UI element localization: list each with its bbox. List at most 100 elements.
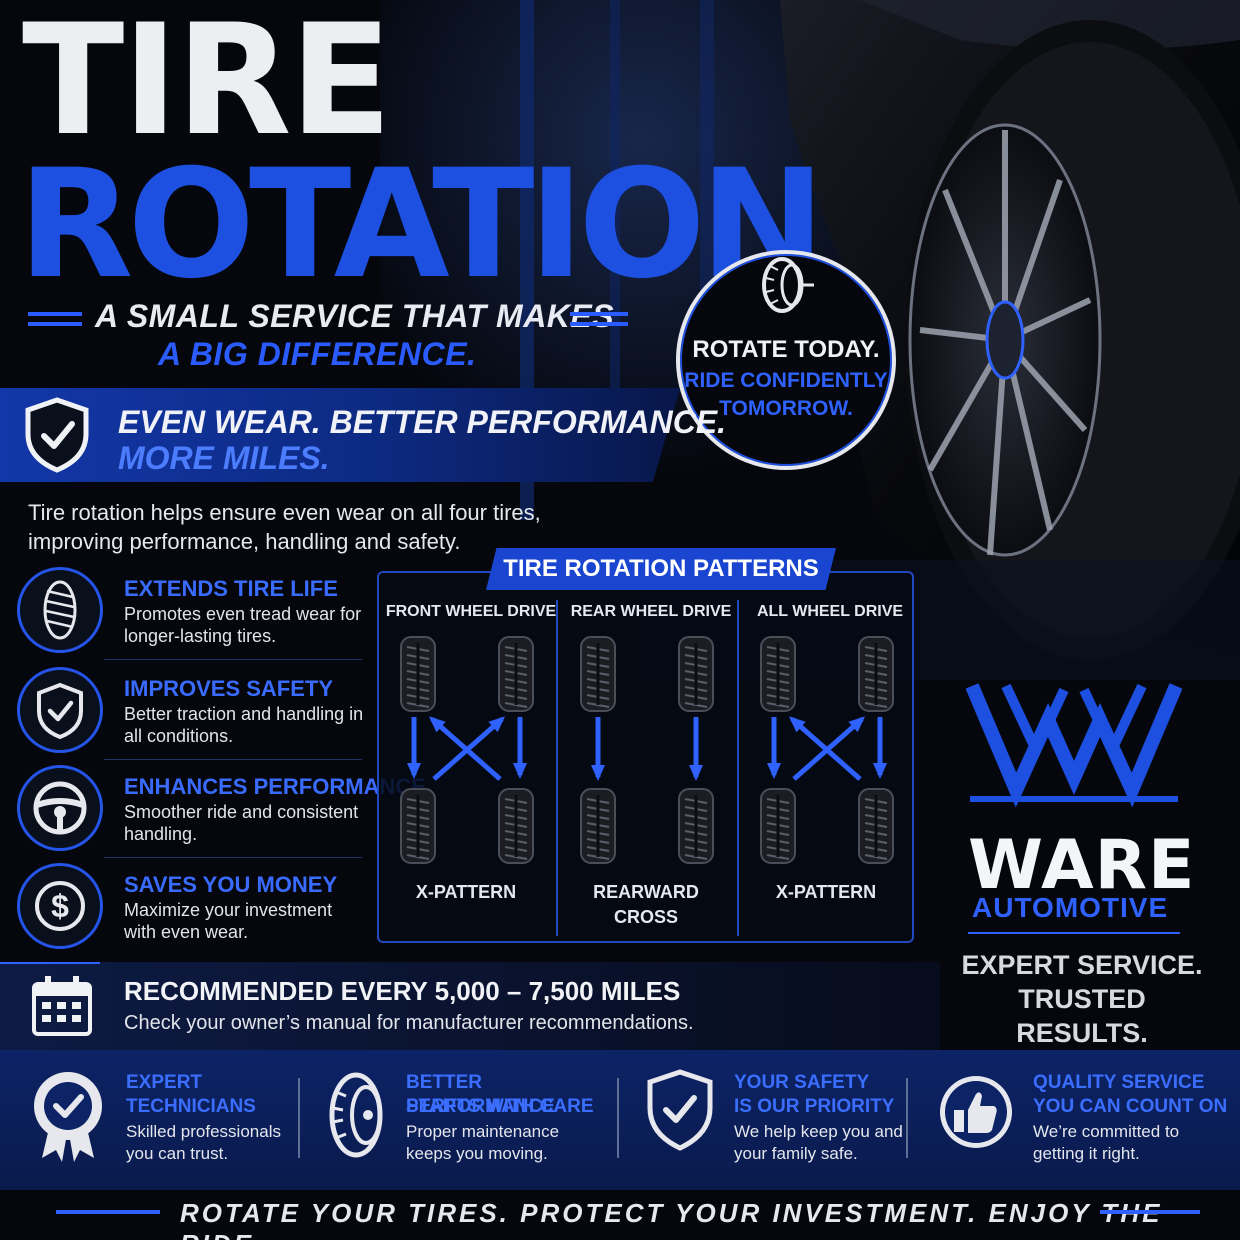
brand-sub: AUTOMOTIVE bbox=[972, 892, 1169, 923]
benefit-separator bbox=[104, 857, 362, 858]
feature-title2: YOU CAN COUNT ON bbox=[1033, 1096, 1228, 1117]
column-heading-rwd: REAR WHEEL DRIVE bbox=[570, 603, 732, 620]
brand-name: WARE bbox=[968, 826, 1196, 905]
features-band bbox=[0, 1050, 1240, 1190]
recommend-desc: Check your owner’s manual for manufactur… bbox=[124, 1012, 694, 1034]
benefit-separator bbox=[104, 759, 362, 760]
column-footer-rwd-2: CROSS bbox=[613, 907, 678, 927]
arrow-cross-up-left bbox=[429, 716, 502, 781]
shield-check-icon bbox=[25, 397, 89, 473]
column-heading-fwd: FRONT WHEEL DRIVE bbox=[385, 603, 557, 620]
tire-front-right bbox=[858, 636, 894, 712]
feature-title1: EXPERT bbox=[126, 1072, 203, 1093]
benefit-title: EXTENDS TIRE LIFE bbox=[124, 576, 338, 601]
tire-rear-left bbox=[760, 788, 796, 864]
tire-front-right bbox=[498, 636, 534, 712]
benefit-separator bbox=[104, 659, 362, 660]
tire-icon bbox=[762, 257, 814, 313]
tire-rear-left bbox=[400, 788, 436, 864]
tire-rear-right bbox=[858, 788, 894, 864]
rotation-diagrams bbox=[400, 636, 894, 864]
patterns-title: TIRE ROTATION PATTERNS bbox=[486, 548, 836, 590]
feature-desc1: Proper maintenance bbox=[406, 1122, 560, 1141]
steering-wheel-icon bbox=[17, 765, 103, 851]
headline-line2: ROTATION bbox=[18, 138, 825, 312]
even-wear-banner bbox=[0, 388, 680, 482]
feature-divider-1 bbox=[298, 1078, 300, 1158]
benefit-desc: Promotes even tread wear for longer-last… bbox=[124, 604, 362, 646]
rotation-patterns-panel bbox=[377, 571, 914, 943]
badge-line2: RIDE CONFIDENTLY bbox=[684, 369, 888, 392]
column-divider-1 bbox=[556, 600, 558, 936]
shield-check-icon bbox=[644, 1068, 716, 1157]
feature-desc1: We’re committed to bbox=[1033, 1122, 1180, 1141]
feature-divider-3 bbox=[906, 1078, 908, 1158]
feature-desc2: you can trust. bbox=[126, 1144, 229, 1163]
intro-text: Tire rotation helps ensure even wear on … bbox=[28, 500, 541, 554]
recommend-band-topline bbox=[0, 962, 100, 964]
feature-title2: TECHNICIANS bbox=[126, 1096, 256, 1117]
column-footer-rwd-1: REARWARD bbox=[593, 882, 699, 902]
feature-desc2: keeps you moving. bbox=[406, 1144, 548, 1163]
arrow-cross-up-left bbox=[789, 716, 862, 781]
svg-text:$: $ bbox=[51, 888, 69, 924]
tire-front-left bbox=[760, 636, 796, 712]
column-heading-awd: ALL WHEEL DRIVE bbox=[756, 603, 904, 620]
feature-desc2: getting it right. bbox=[1033, 1144, 1140, 1163]
recommend-title: RECOMMENDED EVERY 5,000 – 7,500 MILES bbox=[124, 976, 681, 1006]
arrow-right-down bbox=[513, 717, 527, 779]
feature-divider-2 bbox=[617, 1078, 619, 1158]
banner-line2: MORE MILES. bbox=[118, 440, 330, 476]
feature-title2: STARTS WITH CARE bbox=[406, 1096, 594, 1117]
tire-icon bbox=[326, 1070, 396, 1165]
column-footer-awd: X-PATTERN bbox=[775, 882, 877, 902]
rotate-today-badge bbox=[676, 250, 896, 470]
tagline-dash-left bbox=[28, 312, 82, 316]
tagline-dash-right-2 bbox=[570, 322, 628, 326]
arrow-left-down bbox=[407, 717, 421, 779]
calendar-icon bbox=[32, 976, 92, 1036]
benefit-title: SAVES YOU MONEY bbox=[124, 872, 338, 897]
tagline-dash-left-2 bbox=[28, 322, 82, 326]
thumbs-up-icon bbox=[936, 1072, 1016, 1157]
brand-divider bbox=[968, 932, 1180, 934]
benefit-title: ENHANCES PERFORMANCE bbox=[124, 774, 426, 799]
ware-w-logo bbox=[966, 683, 1182, 808]
feature-desc1: We help keep you and bbox=[734, 1122, 903, 1141]
tire-tread-icon bbox=[17, 567, 103, 653]
column-footer-fwd: X-PATTERN bbox=[415, 882, 517, 902]
footer-dash-right bbox=[1100, 1210, 1200, 1214]
benefit-desc: Better traction and handling in all cond… bbox=[124, 704, 364, 746]
arrow-left-down bbox=[767, 717, 781, 779]
arrow-right-down bbox=[873, 717, 887, 779]
feature-desc1: Skilled professionals bbox=[126, 1122, 281, 1141]
benefit-desc: Smoother ride and consistent handling. bbox=[124, 802, 359, 844]
column-divider-2 bbox=[737, 600, 739, 936]
tire-front-left bbox=[580, 636, 616, 712]
tire-front-right bbox=[678, 636, 714, 712]
footer-slogan: ROTATE YOUR TIRES. PROTECT YOUR INVESTME… bbox=[180, 1198, 1159, 1240]
feature-title1: BETTER PERFORMANCE bbox=[406, 1072, 555, 1117]
feature-title1: QUALITY SERVICE bbox=[1033, 1072, 1205, 1093]
benefit-title: IMPROVES SAFETY bbox=[124, 676, 334, 701]
brand-tagline-2: TRUSTED RESULTS. bbox=[1016, 984, 1148, 1048]
tire-rear-left bbox=[580, 788, 616, 864]
badge-line3: TOMORROW. bbox=[719, 397, 853, 420]
tire-rear-right bbox=[678, 788, 714, 864]
feature-title1: YOUR SAFETY bbox=[734, 1072, 870, 1093]
brand-tagline-1: EXPERT SERVICE. bbox=[961, 950, 1203, 980]
arrow-left-down bbox=[591, 717, 605, 781]
arrow-cross-up-right bbox=[432, 716, 505, 781]
arrow-cross-up-right bbox=[792, 716, 865, 781]
arrow-right-down bbox=[689, 717, 703, 781]
tagline-dash-right bbox=[570, 312, 628, 316]
benefit-desc: Maximize your investment with even wear. bbox=[124, 900, 333, 942]
feature-desc2: your family safe. bbox=[734, 1144, 858, 1163]
dollar-icon: $ bbox=[17, 863, 103, 949]
headline-line1: TIRE bbox=[22, 0, 392, 170]
tire-front-left bbox=[400, 636, 436, 712]
badge-line1: ROTATE TODAY. bbox=[692, 336, 880, 363]
tagline-line1: A SMALL SERVICE THAT MAKES bbox=[95, 298, 615, 334]
feature-title2: IS OUR PRIORITY bbox=[734, 1096, 895, 1117]
